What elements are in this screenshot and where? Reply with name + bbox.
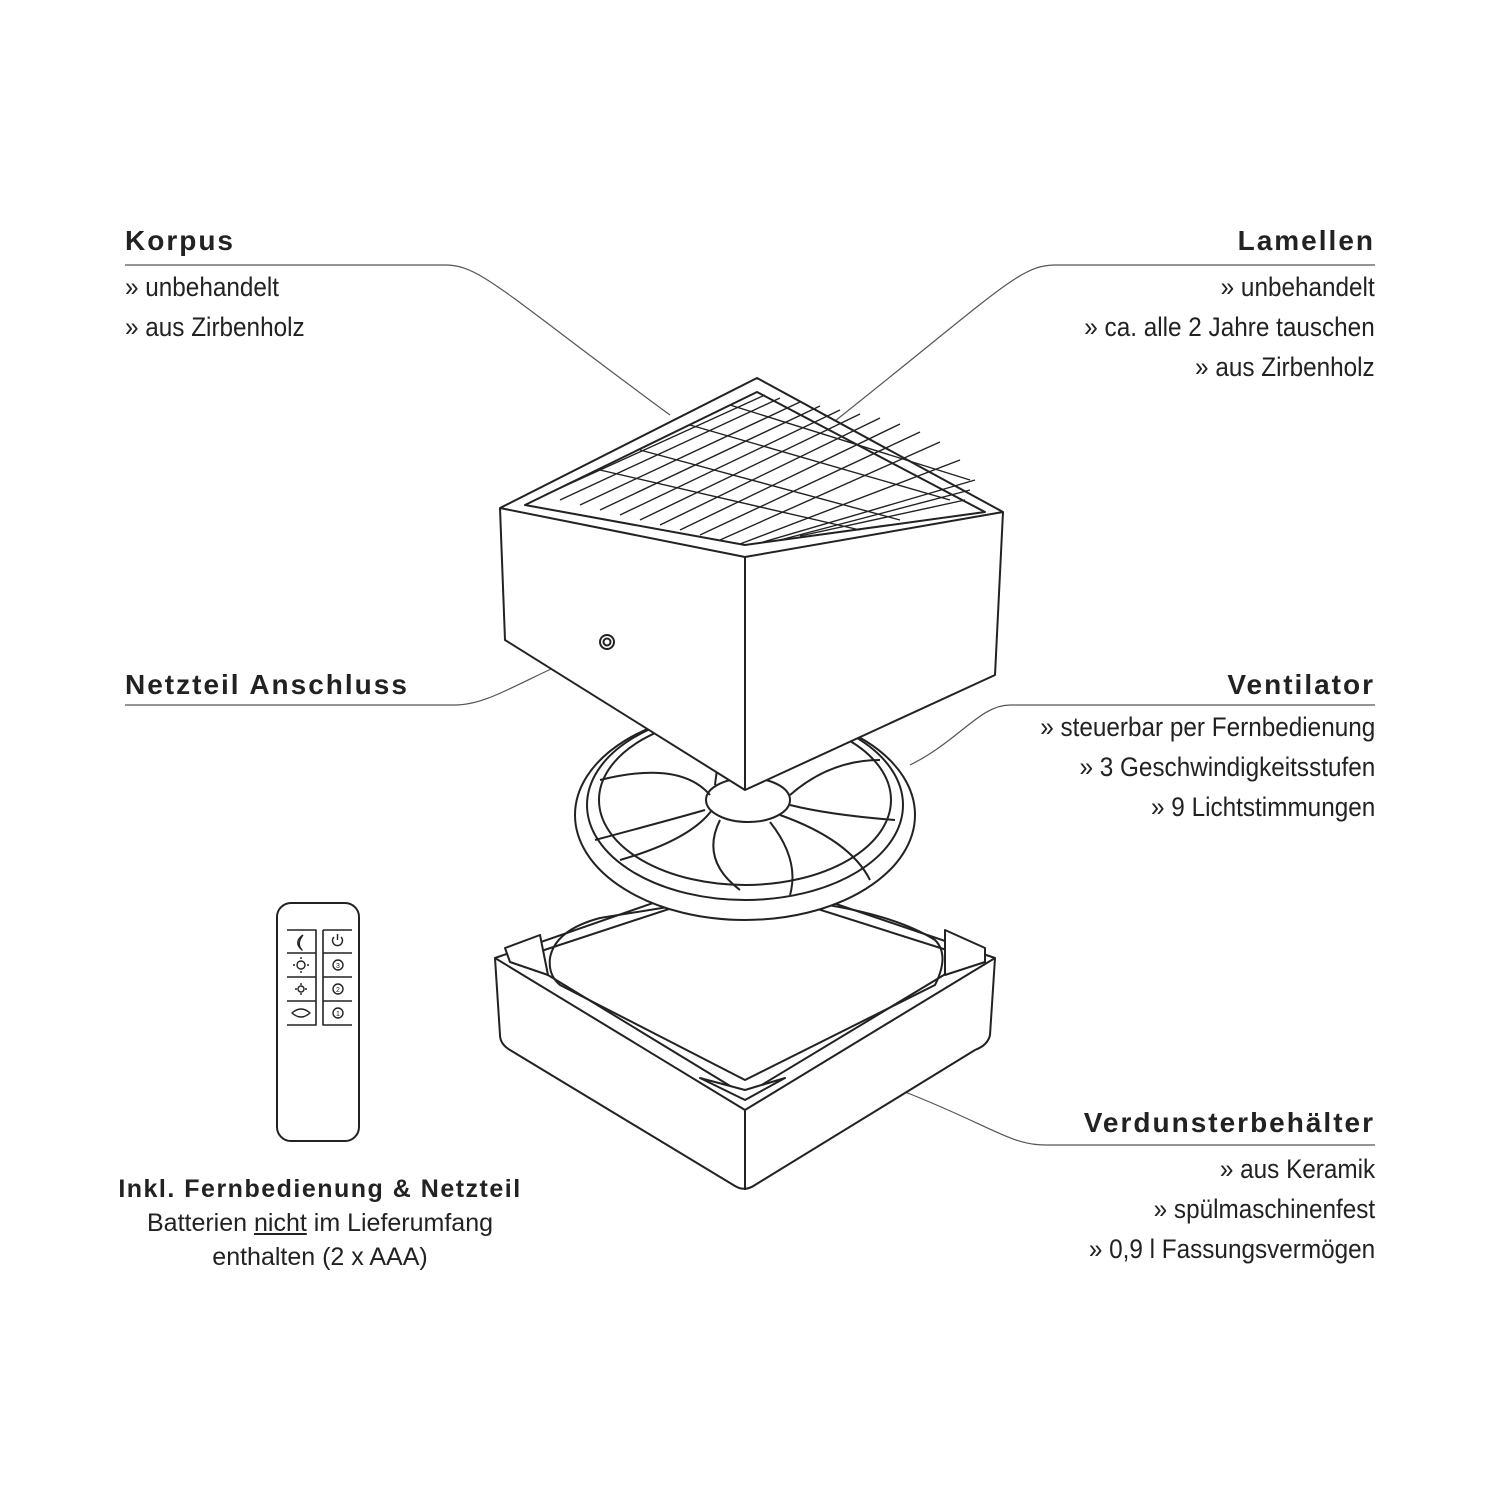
verdunster-title: Verdunsterbehälter [1083,1107,1375,1138]
speed-3-label: 3 [336,963,340,970]
netzteil-callout: Netzteil Anschluss [125,667,409,703]
remote-icons [291,934,344,1019]
remote-note-pre: Batterien [146,1209,254,1237]
lamellen-line: » ca. alle 2 Jahre tauschen [1084,312,1375,342]
ventilator-line: » 3 Geschwindigkeitsstufen [1079,752,1375,782]
speed-1-label: 1 [336,1011,340,1018]
power-port [599,634,615,650]
light-mode-icon [291,1008,311,1018]
ventilator-title: Ventilator [1227,669,1375,700]
speed-2-label: 2 [336,987,340,994]
remote-control: 3 2 1 [276,902,360,1142]
speed-2-icon [332,983,344,995]
sun-small-icon [297,985,305,993]
lamellen-title: Lamellen [1237,225,1375,256]
verdunster-line: » spülmaschinenfest [1153,1194,1375,1224]
leader-ventilator [909,704,1375,766]
lamellen-line: » unbehandelt [1220,272,1375,302]
speed-1-icon [332,1007,344,1019]
leader-korpus [125,264,671,416]
remote-note-emphasis: nicht [254,1209,307,1237]
verdunster-callout: Verdunsterbehälter » aus Keramik » spülm… [1057,1105,1375,1269]
sun-large-icon [296,960,306,970]
lamellen-line: » aus Zirbenholz [1195,352,1375,382]
ventilator-line: » 9 Lichtstimmungen [1150,792,1375,822]
body-korpus [499,377,1004,791]
korpus-line: » aus Zirbenholz [125,312,305,342]
evaporator-tray [494,871,996,1190]
leader-lines [125,264,1375,1146]
ventilator-callout: Ventilator » steuerbar per Fernbedienung… [1003,667,1375,827]
verdunster-line: » aus Keramik [1219,1154,1375,1184]
leader-verdunster [899,1089,1375,1146]
ventilator-line: » steuerbar per Fernbedienung [1039,712,1375,742]
remote-note-line2: enthalten (2 x AAA) [212,1243,428,1271]
lamellen-callout: Lamellen » unbehandelt » ca. alle 2 Jahr… [1052,223,1375,387]
remote-caption: Inkl. Fernbedienung & Netzteil Batterien… [100,1172,540,1274]
slats [544,394,976,545]
moon-icon [297,934,304,951]
verdunster-line: » 0,9 l Fassungsvermögen [1088,1234,1375,1264]
korpus-line: » unbehandelt [125,272,280,302]
remote-note-post: im Lieferumfang [306,1209,494,1237]
leader-lamellen [829,264,1375,426]
korpus-callout: Korpus » unbehandelt » aus Zirbenholz [125,223,325,347]
remote-title: Inkl. Fernbedienung & Netzteil [118,1175,522,1203]
remote-note-line1: Batterien nicht im Lieferumfang [100,1206,540,1240]
power-icon [331,934,344,947]
korpus-title: Korpus [125,225,235,256]
speed-3-icon [332,959,344,971]
netzteil-title: Netzteil Anschluss [125,669,409,700]
